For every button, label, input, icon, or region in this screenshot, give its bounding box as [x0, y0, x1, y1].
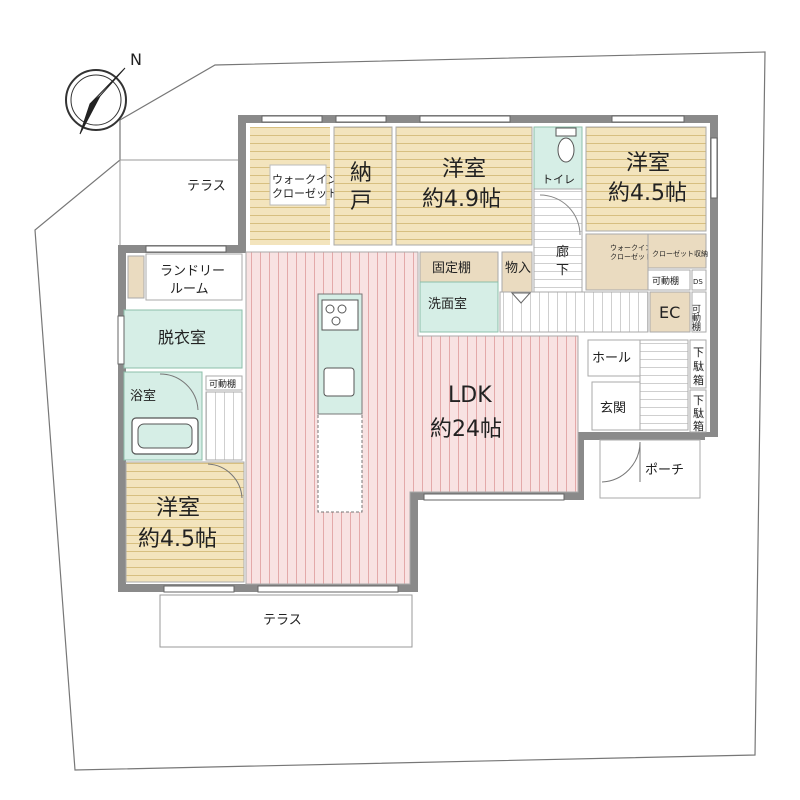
storeroom-line2: 戸 [350, 189, 372, 214]
terrace-north [119, 159, 241, 251]
ds-label: DS [693, 278, 703, 286]
adjustable-shelf-2 [205, 375, 243, 391]
shoe-box-1-line2: 駄 [693, 359, 704, 373]
walkin-closet-2-line2: クローゼット [610, 252, 652, 261]
toilet-label: トイレ [542, 173, 575, 186]
walkin-closet-2-line1: ウォークイン [610, 244, 652, 252]
western-room-1 [395, 126, 533, 246]
terrace-south [159, 594, 413, 648]
adjustable-shelf-side-label: 可動棚 [690, 304, 701, 332]
porch-label: ポーチ [645, 463, 684, 478]
shoe-box-1-line3: 箱 [693, 373, 704, 387]
hallway-line2: 下 [556, 263, 569, 278]
storeroom [333, 126, 393, 246]
ldk-size: 約24帖 [430, 417, 502, 442]
shoe-box-2-line3: 箱 [693, 419, 704, 433]
dressing-room [123, 309, 243, 369]
ldk-name: LDK [448, 383, 492, 408]
shoe-box-1-line1: 下 [693, 346, 704, 359]
adjustable-shelf-1 [647, 269, 691, 291]
western-room-1-name: 洋室 [442, 157, 486, 182]
adjustable-shelf-1-label: 可動棚 [652, 275, 679, 287]
kitchen-island [317, 293, 363, 513]
bathroom-label: 浴室 [130, 388, 156, 404]
hall-label: ホール [592, 351, 631, 366]
windows [117, 115, 718, 593]
terrace-north-label: テラス [187, 179, 226, 194]
washroom-label: 洗面室 [428, 296, 467, 312]
laundry-room [145, 253, 243, 301]
closet-storage-label: クローゼット収納 [652, 249, 708, 258]
western-room-2-name: 洋室 [626, 151, 670, 176]
hallway-line1: 廊 [556, 244, 569, 260]
compass-icon: N [65, 50, 142, 135]
western-room-3-size: 約4.5帖 [138, 527, 217, 552]
entrance-label: 玄関 [600, 401, 626, 416]
dressing-room-label: 脱衣室 [158, 328, 206, 347]
western-room-2-size: 約4.5帖 [608, 181, 687, 206]
storeroom-line1: 納 [350, 161, 372, 186]
closet-storage [647, 233, 707, 269]
entrance [591, 381, 641, 431]
walkin-closet-2 [585, 233, 649, 291]
terrace-south-label: テラス [263, 613, 302, 628]
adjustable-shelf-2-label: 可動棚 [209, 378, 236, 390]
porch [599, 439, 701, 499]
hall [587, 339, 641, 377]
laundry-line2: ルーム [170, 282, 209, 297]
shoe-box-1 [689, 339, 707, 389]
walkin-closet-1-line2: クローゼット [272, 187, 338, 200]
shoe-box-2 [689, 389, 707, 433]
fixed-shelf [419, 251, 499, 283]
storage-label: 物入 [505, 261, 531, 276]
fixed-shelf-label: 固定棚 [432, 261, 471, 276]
ec [649, 291, 691, 333]
ec-label: EC [659, 303, 680, 322]
storage [501, 251, 533, 293]
western-room-3-name: 洋室 [156, 496, 200, 521]
shoe-box-2-line1: 下 [693, 394, 704, 407]
washroom [419, 281, 499, 333]
adjustable-shelf-side [691, 291, 707, 333]
walkin-closet-1-line1: ウォークイン [272, 173, 338, 186]
western-room-1-size: 約4.9帖 [422, 187, 501, 212]
western-room-2 [585, 126, 707, 232]
shoe-box-2-line2: 駄 [693, 406, 704, 420]
laundry-line1: ランドリー [160, 264, 225, 279]
compass-label: N [130, 50, 142, 69]
ds [691, 269, 707, 291]
western-room-3 [125, 461, 245, 583]
